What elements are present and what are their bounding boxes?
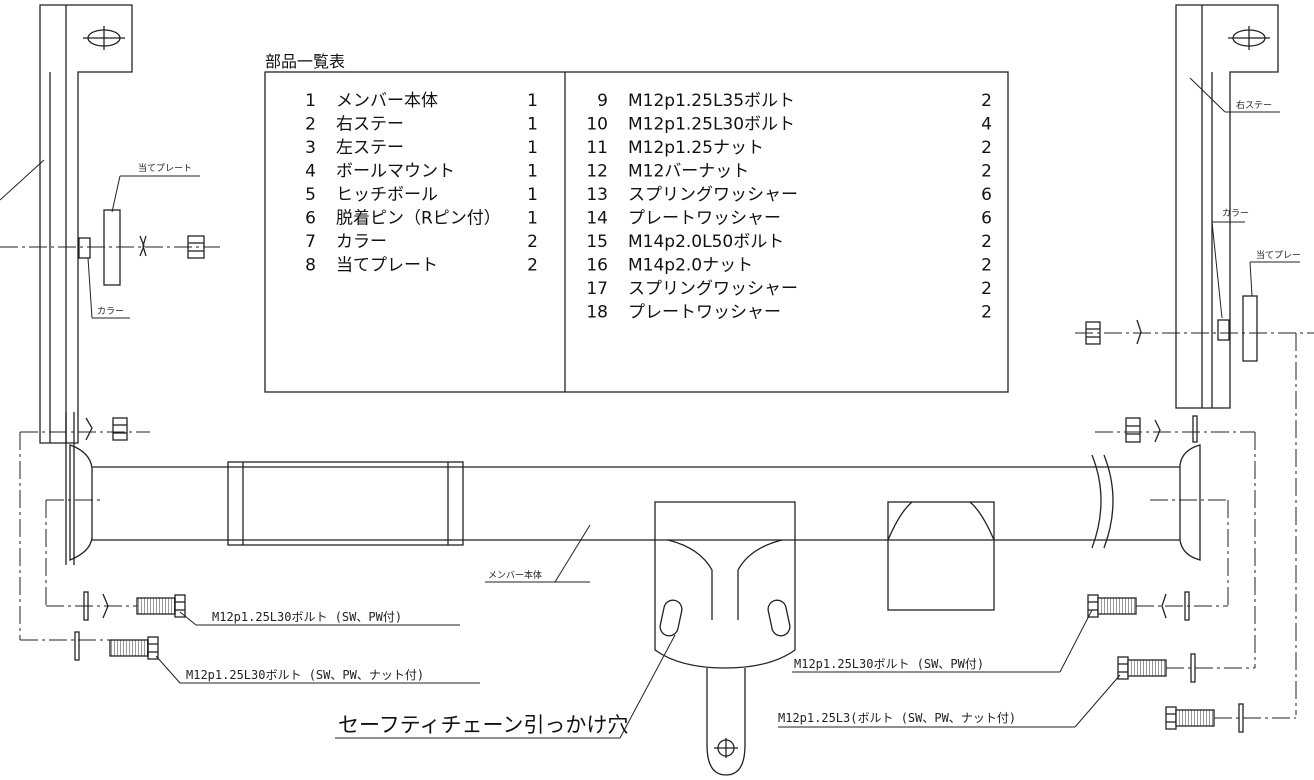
label-bolt-right-1: M12p1.25L30ボルト (SW、PW付) <box>794 657 984 671</box>
part-name: M12バーナット <box>628 162 749 182</box>
left-nut-washers <box>19 417 150 641</box>
part-number: 8 <box>305 256 316 276</box>
part-qty: 2 <box>981 279 992 299</box>
part-qty: 1 <box>527 91 538 111</box>
label-left-plate: 当てプレート <box>138 162 192 174</box>
label-right-collar: カラー <box>1222 208 1249 219</box>
right-bolt-3 <box>1165 703 1296 733</box>
part-number: 13 <box>586 185 608 205</box>
part-qty: 2 <box>981 256 992 276</box>
right-plate-collar <box>1075 295 1314 362</box>
part-number: 3 <box>305 138 316 158</box>
right-bolt-2 <box>1117 653 1255 683</box>
part-name: M14p2.0ナット <box>628 256 753 276</box>
label-bolt-right-2: M12p1.25L3(ボルト (SW、PW、ナット付) <box>778 711 1016 725</box>
part-qty: 2 <box>981 138 992 158</box>
part-number: 2 <box>305 115 316 135</box>
part-number: 18 <box>586 303 608 323</box>
label-bolt-left-1: M12p1.25L30ボルト (SW、PW付) <box>212 610 402 624</box>
left-plate-collar <box>0 209 220 286</box>
part-name: ヒッチボール <box>336 185 438 205</box>
part-name: M12p1.25L35ボルト <box>628 91 795 111</box>
part-number: 17 <box>586 279 608 299</box>
part-number: 14 <box>586 209 608 229</box>
part-name: 脱着ピン（Rピン付） <box>336 209 501 229</box>
label-member: メンバー本体 <box>488 569 542 581</box>
label-bolt-left-2: M12p1.25L30ボルト (SW、PW、ナット付) <box>186 668 424 682</box>
part-number: 9 <box>597 91 608 111</box>
label-safety-chain: セーフティチェーン引っかけ穴 <box>338 713 628 737</box>
part-name: スプリングワッシャー <box>628 185 798 205</box>
part-name: プレートワッシャー <box>628 303 781 323</box>
part-qty: 6 <box>981 209 992 229</box>
part-qty: 2 <box>527 232 538 252</box>
part-name: プレートワッシャー <box>628 209 781 229</box>
part-number: 10 <box>586 115 608 135</box>
left-stay <box>39 4 133 565</box>
part-qty: 4 <box>981 115 992 135</box>
part-name: M12p1.25ナット <box>628 138 764 158</box>
part-number: 11 <box>586 138 608 158</box>
part-number: 12 <box>586 162 608 182</box>
part-qty: 2 <box>981 162 992 182</box>
member-body <box>69 412 1201 611</box>
part-number: 6 <box>305 209 316 229</box>
part-name: スプリングワッシャー <box>628 279 798 299</box>
part-qty: 2 <box>527 256 538 276</box>
part-name: ボールマウント <box>336 162 455 182</box>
part-number: 1 <box>305 91 316 111</box>
part-name: M12p1.25L30ボルト <box>628 115 795 135</box>
part-qty: 1 <box>527 115 538 135</box>
right-bolt-1 <box>1087 591 1228 621</box>
label-right-plate: 当てプレー <box>1256 249 1301 261</box>
part-qty: 1 <box>527 162 538 182</box>
part-qty: 2 <box>981 91 992 111</box>
right-stay <box>1175 4 1279 409</box>
part-number: 15 <box>586 232 608 252</box>
parts-list-right: 9 M12p1.25L35ボルト 2 10 M12p1.25L30ボルト 4 11 M12p1… <box>586 91 992 323</box>
part-name: M14p2.0L50ボルト <box>628 232 784 252</box>
part-name: カラー <box>336 232 387 252</box>
part-name: 右ステー <box>336 115 404 135</box>
right-nut-washers <box>1095 333 1297 715</box>
left-bolt-2 <box>74 631 159 661</box>
part-name: メンバー本体 <box>336 91 438 111</box>
left-bolt-1 <box>46 591 186 621</box>
part-number: 4 <box>305 162 316 182</box>
part-qty: 2 <box>981 303 992 323</box>
part-qty: 1 <box>527 185 538 205</box>
part-name: 当てプレート <box>336 256 438 276</box>
part-qty: 1 <box>527 138 538 158</box>
part-qty: 6 <box>981 185 992 205</box>
label-right-stay: 右ステー <box>1236 99 1272 111</box>
part-number: 7 <box>305 232 316 252</box>
part-qty: 1 <box>527 209 538 229</box>
parts-table-title: 部品一覧表 <box>265 52 345 71</box>
ball-mount <box>654 501 796 776</box>
part-number: 5 <box>305 185 316 205</box>
part-name: 左ステー <box>336 138 404 158</box>
part-number: 16 <box>586 256 608 276</box>
parts-list-left: 1 メンバー本体 1 2 右ステー 1 3 左ステー 1 4 ボールマウント 1 5 ヒッチボール 1 6 脱着… <box>305 91 538 276</box>
label-left-collar: カラー <box>97 306 124 317</box>
leader-lines <box>0 77 1300 739</box>
part-qty: 2 <box>981 232 992 252</box>
